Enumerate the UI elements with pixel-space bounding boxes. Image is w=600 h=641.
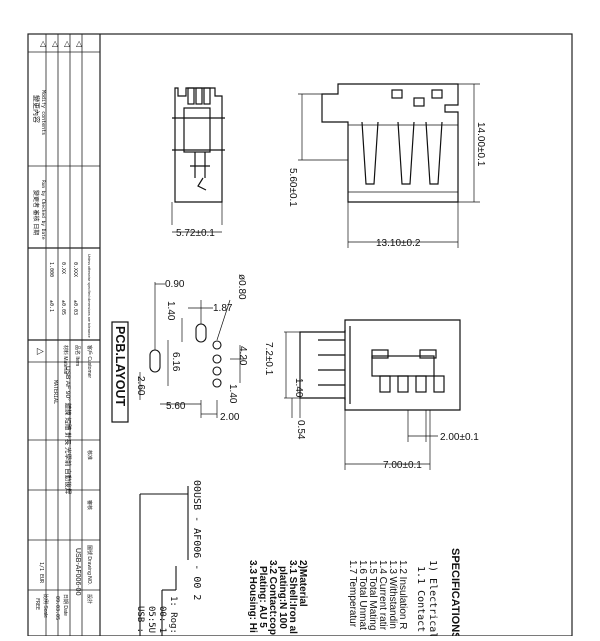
dim-pin-height: 7.2±0.1 <box>263 342 274 376</box>
rev-symbol-1: △ <box>40 39 47 48</box>
pcb-dim-5: 6.16 <box>170 352 181 372</box>
drawing-no-label: 圖號 Drawing NO. <box>86 545 93 585</box>
spec-line: 1.6 Total Unmat <box>357 560 368 630</box>
rev-symbol-2: △ <box>52 39 59 48</box>
dim-top-width: 5.72±0.1 <box>176 228 215 239</box>
part-legend-3: 05:5U <box>146 606 156 633</box>
title-block: △ △ △ △ 變更內容 Modify contents 變更者 審核 日期 R… <box>28 34 101 636</box>
tolerance-row-2: 0.XX <box>60 262 66 274</box>
front-view-drawing <box>298 83 480 248</box>
spec-line: Plating: AU 5 <box>257 566 268 628</box>
approved-label: 核准 <box>86 450 93 460</box>
revision-header-sub: Modify contents <box>40 90 46 135</box>
part-code-legend <box>139 486 189 636</box>
tolerance-row-1: 1.000 <box>48 262 54 277</box>
checked-label: 審核 <box>86 500 93 510</box>
drawing-no-value: USB-AF006-00 <box>74 548 81 596</box>
tolerance-value-1: ±0.1 <box>48 300 54 312</box>
spec-line: 1.1 Contact <box>415 566 426 632</box>
spec-heading: SPECIFICATIONS <box>449 548 461 636</box>
material-value: MATERIAL <box>52 380 58 404</box>
part-legend-1: 1: Rog: <box>168 596 178 634</box>
dim-pitch: 2.00±0.1 <box>440 432 479 443</box>
dim-overall-height: 14.00±0.1 <box>475 122 486 167</box>
pcb-dim-1: 0.90 <box>165 279 185 290</box>
part-legend-4: USB : <box>135 606 145 633</box>
tolerance-value-2: ±0.05 <box>60 300 66 315</box>
spec-line: 3.3 Housing: Hi <box>247 560 258 633</box>
dim-span: 7.00±0.1 <box>383 460 422 471</box>
rev-symbol-3: △ <box>64 39 71 48</box>
spec-line: 1.4 Current ratir <box>377 560 388 631</box>
spec-line: 1) Electrical: <box>427 560 438 636</box>
dim-length: 13.10±0.2 <box>376 238 421 249</box>
spec-line: 2)Material <box>297 560 308 607</box>
spec-line: 1.2 Insulation R <box>397 560 408 630</box>
bottom-view-drawing <box>284 319 461 470</box>
pcb-dim-3: 1.87 <box>213 303 233 314</box>
date-value: 09.03.05 <box>54 596 60 620</box>
pcb-dim-7: 1.40 <box>227 384 238 404</box>
item-label: 品名 Item <box>74 345 81 366</box>
part-legend-2: 00: 1 <box>157 606 167 633</box>
pcb-dim-2: ø0.80 <box>236 274 247 300</box>
revision-header: 變更內容 <box>32 95 41 123</box>
tolerance-value-3: ±0.03 <box>72 300 78 315</box>
spec-line: 1.5 Total Mating <box>367 560 378 630</box>
designed-label: 設計 <box>86 594 93 604</box>
scale-label: 比例 Scale <box>42 594 49 618</box>
dim-pin-offset: 1.40 <box>293 378 304 398</box>
part-code: 00USB - AF006 - 00 2 <box>191 480 202 600</box>
pcb-dim-9: 5.60 <box>166 401 186 412</box>
pcb-dim-10: 2.00 <box>220 412 240 423</box>
tolerance-row-3: 0.XXX <box>72 262 78 277</box>
pcb-dim-4: 1.40 <box>165 301 176 321</box>
section-symbol: △ <box>36 348 46 355</box>
sheet-value: 1/1 EUR <box>38 562 44 584</box>
spec-line: 3.1 Shell:Iron al <box>287 560 298 634</box>
dim-thickness: 0.54 <box>295 420 306 440</box>
customer-label: 客戶 Customer <box>86 345 93 378</box>
spec-line: 3.2 Contact:cop <box>267 560 278 635</box>
spec-line: 1.3 Withstandin <box>387 560 398 629</box>
side-view-drawing <box>171 87 225 233</box>
dim-side-height: 5.60±0.1 <box>287 168 298 207</box>
material-label: 材料 Material <box>62 345 69 374</box>
date-label: 日期 Date <box>62 594 68 616</box>
pcb-layout-title: PCB.LAYOUT <box>113 326 127 406</box>
specifications: SPECIFICATIONS 1) Electrical: 1.1 Contac… <box>247 548 461 641</box>
spec-line: plating:N 100 <box>277 566 288 629</box>
rev-symbol-4: △ <box>76 39 83 48</box>
pcb-dim-6: 4.20 <box>237 346 248 366</box>
spec-line: 1.7 Temperatur <box>347 560 358 628</box>
check-header: 變更者 審核 日期 <box>32 190 40 235</box>
pcb-layout-drawing <box>139 282 244 418</box>
pcb-dim-8: 2.60 <box>135 376 146 396</box>
unit-note: Unless otherwise specified dimensions ar… <box>87 254 91 338</box>
check-header-sub: Run by Checked by Date <box>40 180 46 240</box>
scale-value: FREE <box>34 598 40 610</box>
item-value: USB AF 90° 鍍鎳 短體 針長 光學前 自動後焊 <box>64 366 73 495</box>
